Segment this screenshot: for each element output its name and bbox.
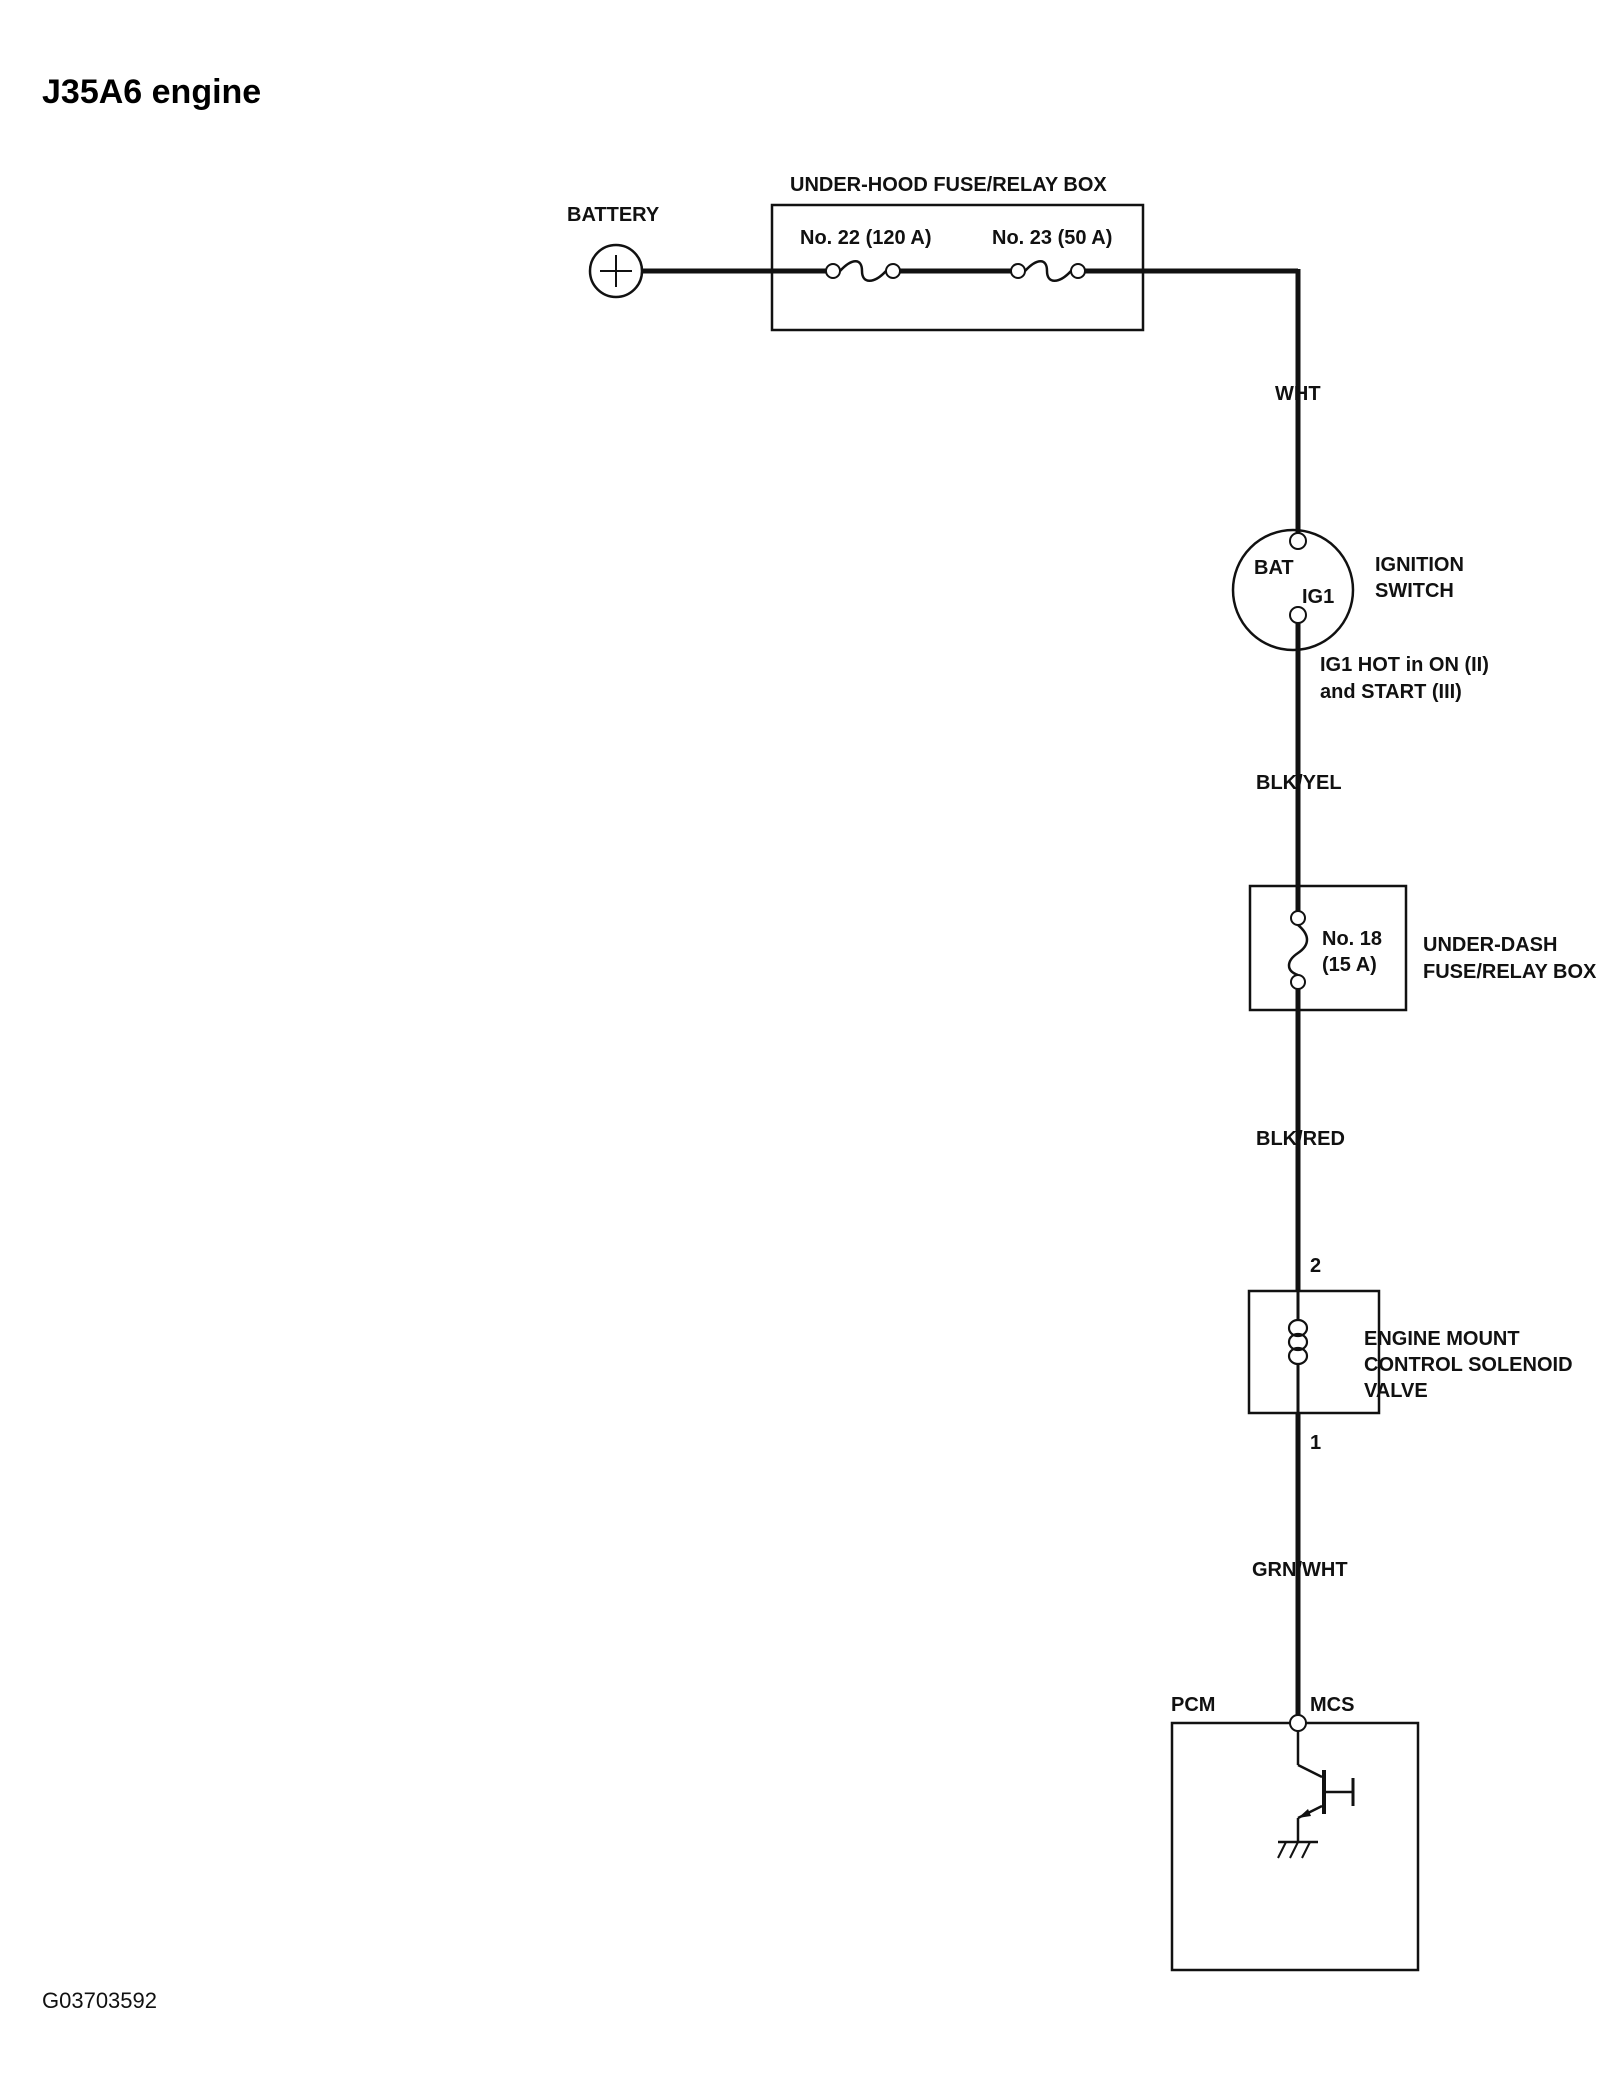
solenoid-label-1: ENGINE MOUNT [1364, 1328, 1520, 1350]
wire-color-blk-yel: BLK/YEL [1256, 772, 1342, 794]
under-hood-fuse-relay-box [770, 203, 1145, 332]
ignition-switch [1231, 528, 1355, 652]
figure-code: G03703592 [42, 1988, 157, 2013]
engine-mount-control-solenoid-valve [1247, 1289, 1381, 1415]
ignition-switch-label-1: IGNITION [1375, 554, 1464, 576]
fuse-no23-label: No. 23 (50 A) [992, 227, 1112, 249]
pcm-transistor-symbol [1296, 1731, 1355, 1842]
ignition-ig1-terminal: IG1 [1302, 586, 1334, 608]
wire-color-grn-wht: GRN/WHT [1252, 1559, 1348, 1581]
fuse-no23-symbol [1010, 260, 1086, 282]
ig1-note-line1: IG1 HOT in ON (II) [1320, 654, 1489, 676]
battery-label: BATTERY [567, 204, 660, 226]
under-dash-box-label-1: UNDER-DASH [1423, 934, 1557, 956]
solenoid-pin-1: 1 [1310, 1432, 1321, 1454]
solenoid-coil-symbol [1287, 1292, 1309, 1412]
fuse-no18-label-2: (15 A) [1322, 954, 1377, 976]
wire-color-blk-red: BLK/RED [1256, 1128, 1345, 1150]
diagram-title: J35A6 engine [42, 73, 261, 111]
main-wire [642, 268, 1301, 533]
under-dash-box-label-2: FUSE/RELAY BOX [1423, 961, 1597, 983]
solenoid-label-3: VALVE [1364, 1380, 1428, 1402]
solenoid-label-2: CONTROL SOLENOID [1364, 1354, 1573, 1376]
fuse-no22-label: No. 22 (120 A) [800, 227, 932, 249]
under-dash-fuse-relay-box [1248, 884, 1408, 1012]
fuse-no22-symbol [825, 260, 901, 282]
pcm-mcs-pin [1289, 1714, 1307, 1732]
battery-symbol [588, 243, 644, 299]
ignition-bat-terminal: BAT [1254, 557, 1294, 579]
pcm-mcs-terminal: MCS [1310, 1694, 1354, 1716]
pcm-label: PCM [1171, 1694, 1215, 1716]
ignition-switch-label-2: SWITCH [1375, 580, 1454, 602]
ig1-note-line2: and START (III) [1320, 681, 1462, 703]
solenoid-pin-2: 2 [1310, 1255, 1321, 1277]
fuse-no18-symbol [1287, 910, 1309, 990]
under-hood-box-label: UNDER-HOOD FUSE/RELAY BOX [790, 174, 1107, 196]
fuse-no18-label-1: No. 18 [1322, 928, 1382, 950]
ground-icon [1277, 1840, 1318, 1859]
wire-color-wht: WHT [1275, 383, 1321, 405]
